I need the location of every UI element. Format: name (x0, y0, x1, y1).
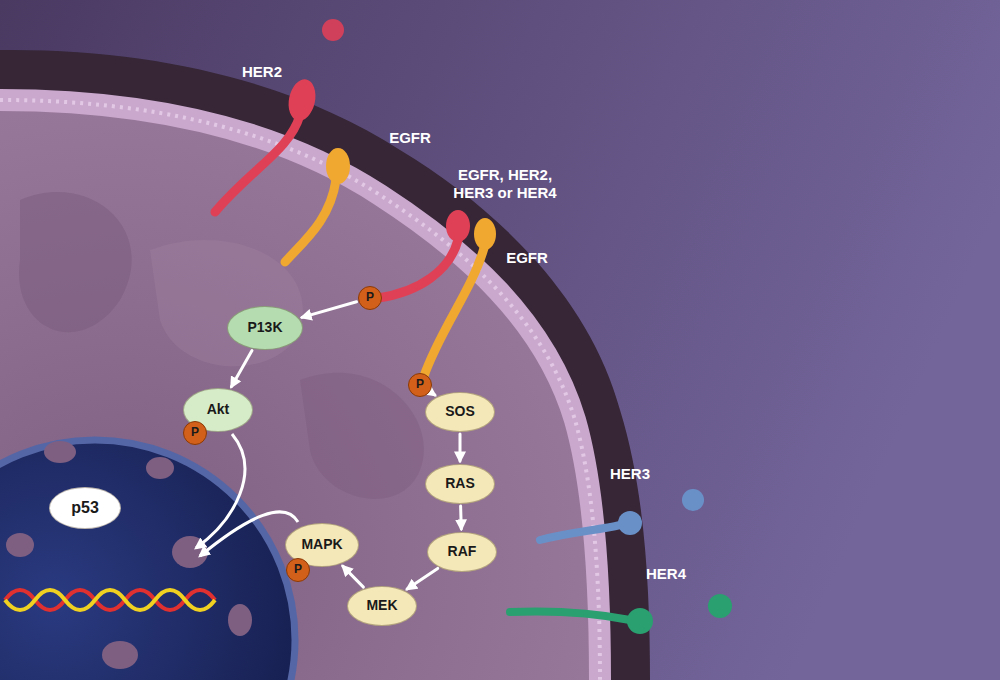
receptor-label: HER2 (242, 63, 282, 81)
node-text: P (366, 291, 374, 304)
signal-arrow (432, 393, 435, 395)
nuclear-pore (6, 533, 34, 557)
nuclear-pore (44, 441, 76, 463)
nuclear-arrow (200, 512, 298, 556)
receptor-label: EGFR (389, 129, 431, 147)
pathway-node: RAF (427, 532, 497, 572)
node-text: P (294, 563, 302, 576)
dimer-receptor-head (474, 218, 496, 250)
signal-arrow (407, 568, 438, 589)
dna-strand (5, 590, 215, 610)
egfr-receptor-head (326, 148, 350, 184)
her2-receptor-head (285, 77, 319, 123)
nuclear-pore (102, 641, 138, 669)
dimer-receptor (424, 248, 484, 376)
dimer-receptor (378, 240, 458, 298)
node-text: P (191, 426, 199, 439)
phosphate-circle: P (286, 558, 310, 582)
nucleus (0, 440, 295, 680)
node-text: RAF (448, 544, 477, 559)
receptor-label: EGFR (506, 249, 548, 267)
node-text: p53 (71, 499, 99, 517)
node-text: MEK (366, 598, 397, 613)
signal-arrow (343, 566, 364, 587)
signal-arrow (459, 434, 462, 461)
ligand (708, 594, 732, 618)
receptor-label: HER4 (646, 565, 686, 583)
cytoplasm (0, 100, 600, 680)
membrane-texture (0, 100, 600, 680)
cytoplasm-texture (150, 240, 303, 366)
phosphate-circle: P (183, 421, 207, 445)
node-text: P13K (247, 320, 282, 335)
ligand (682, 489, 704, 511)
nuclear-arrow (196, 434, 245, 548)
dna-strand (5, 590, 215, 610)
her3-receptor (540, 525, 620, 540)
phosphate-circle: P (358, 286, 382, 310)
nuclear-pore (146, 457, 174, 479)
ligand (322, 19, 344, 41)
signal-arrow (231, 351, 252, 387)
her4-receptor (510, 611, 630, 620)
node-text: Akt (207, 402, 230, 417)
cytoplasm-texture (19, 192, 132, 332)
her4-receptor-head (627, 608, 653, 634)
node-text: P (416, 378, 424, 391)
egfr-receptor (285, 180, 336, 262)
node-text: MAPK (301, 537, 342, 552)
receptor-label: HER3 (610, 465, 650, 483)
p53-node: p53 (49, 487, 121, 529)
her2-receptor (215, 115, 300, 212)
pathway-node: MEK (347, 586, 417, 626)
receptor-label: EGFR, HER2, HER3 or HER4 (440, 166, 570, 202)
node-text: RAS (445, 476, 475, 491)
pathway-node: P13K (227, 306, 303, 350)
cytoplasm-texture (300, 373, 424, 499)
her3-receptor-head (618, 511, 642, 535)
nuclear-pore (228, 604, 252, 636)
signal-arrow (302, 302, 357, 318)
signal-arrow (459, 506, 463, 529)
phosphate-circle: P (408, 373, 432, 397)
pathway-node: SOS (425, 392, 495, 432)
cell-membrane (0, 100, 600, 680)
dimer-receptor-head (446, 210, 470, 242)
pathway-node: RAS (425, 464, 495, 504)
node-text: SOS (445, 404, 475, 419)
